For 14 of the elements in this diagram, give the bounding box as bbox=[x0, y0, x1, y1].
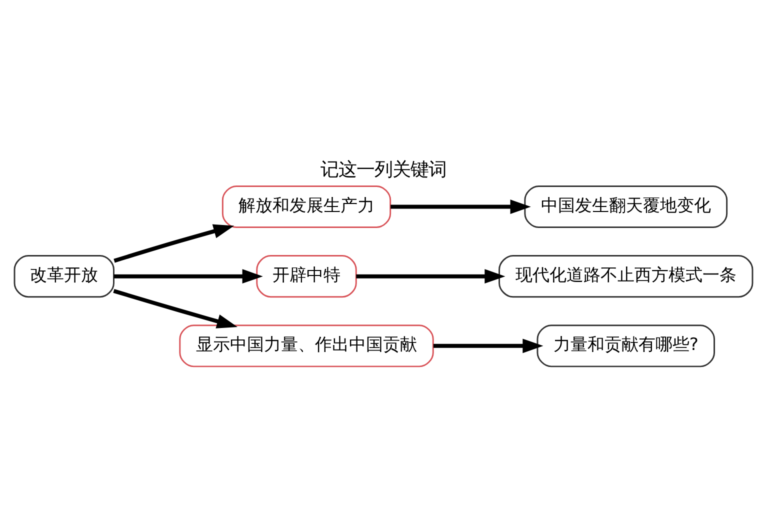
diagram-title: 记这一列关键词 bbox=[320, 160, 446, 181]
arrow bbox=[356, 269, 505, 284]
node-box: 开辟中特 bbox=[256, 255, 356, 298]
node-box: 解放和发展生产力 bbox=[221, 185, 391, 228]
arrow bbox=[113, 224, 234, 263]
arrow bbox=[112, 289, 237, 328]
node-box: 显示中国力量、作出中国贡献 bbox=[178, 324, 434, 368]
node-box: 中国发生翻天覆地变化 bbox=[524, 185, 728, 228]
arrow bbox=[432, 338, 543, 354]
node-box: 力量和贡献有哪些? bbox=[536, 324, 715, 368]
arrow bbox=[113, 269, 262, 284]
arrow bbox=[390, 200, 530, 214]
node-box: 改革开放 bbox=[13, 255, 114, 298]
node-box: 现代化道路不止西方模式一条 bbox=[498, 255, 753, 298]
